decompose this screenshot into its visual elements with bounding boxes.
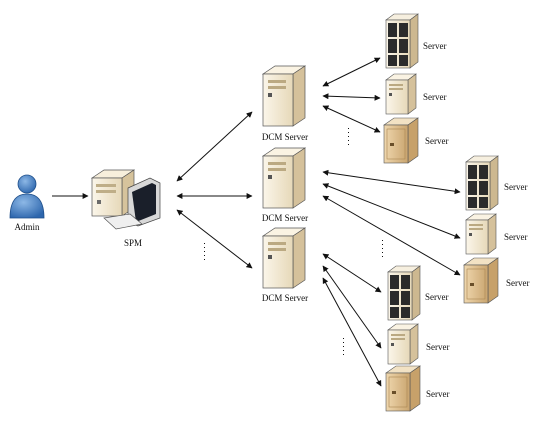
spm-label: SPM [124, 238, 142, 248]
server-label-9: Server [426, 389, 450, 399]
server-tan-tower-icon [383, 117, 419, 164]
arrow-spm-dcm1 [176, 111, 253, 182]
server-label-1: Server [423, 41, 447, 51]
server-label-4: Server [504, 182, 528, 192]
more-servers-dots-1 [348, 128, 349, 145]
arrow-dcm1-server2 [322, 93, 381, 101]
ellipsis-dots [204, 128, 383, 355]
server-2: Server [385, 73, 447, 115]
server-rack-icon [387, 265, 421, 321]
more-servers-dots-3 [343, 338, 344, 355]
dcm-server-3: DCM Server [261, 227, 308, 303]
server-1: Server [385, 13, 447, 69]
arrow-dcm3-server7 [322, 253, 382, 293]
server-tower-small-icon [387, 323, 419, 365]
arrow-dcm2-server6 [322, 195, 461, 276]
arrow-dcm3-server9 [322, 277, 382, 387]
dcm-server-tower-icon [261, 227, 307, 289]
more-servers-dots-2 [382, 240, 383, 257]
arrow-dcm2-server5 [322, 183, 461, 239]
admin-user-icon [9, 174, 45, 219]
server-label-2: Server [423, 92, 447, 102]
dcm-server-2: DCM Server [261, 147, 308, 223]
server-label-3: Server [425, 136, 449, 146]
server-4: Server [465, 155, 528, 211]
dcm-label-2: DCM Server [262, 213, 308, 223]
dcm-server-tower-icon [261, 147, 307, 209]
arrow-dcm1-server1 [322, 57, 381, 87]
server-label-8: Server [426, 342, 450, 352]
server-7: Server [387, 265, 449, 321]
server-tower-small-icon [385, 73, 417, 115]
server-label-5: Server [504, 232, 528, 242]
arrow-spm-dcm3 [176, 209, 253, 269]
arrow-dcm1-server3 [322, 105, 381, 133]
dcm-label-3: DCM Server [262, 293, 308, 303]
server-tan-tower-icon [463, 257, 499, 304]
server-tower-small-icon [465, 213, 497, 255]
arrow-dcm3-server8 [322, 265, 382, 349]
arrow-dcm2-server4 [322, 169, 461, 195]
connections [52, 57, 461, 387]
spm-node: SPM [90, 169, 161, 248]
server-8: Server [387, 323, 450, 365]
server-5: Server [465, 213, 528, 255]
spm-workstation-icon [90, 169, 161, 230]
server-6: Server [463, 257, 530, 304]
server-tan-tower-icon [385, 365, 421, 412]
server-label-7: Server [425, 292, 449, 302]
admin-label: Admin [14, 222, 40, 232]
more-dcm-dots [204, 243, 205, 260]
admin-node: Admin [9, 174, 45, 232]
dcm-server-tower-icon [261, 65, 307, 127]
server-rack-icon [465, 155, 499, 211]
server-label-6: Server [506, 278, 530, 288]
server-9: Server [385, 365, 450, 412]
dcm-label-1: DCM Server [262, 132, 308, 142]
dcm-server-1: DCM Server [261, 65, 308, 142]
server-rack-icon [385, 13, 419, 69]
server-3: Server [383, 117, 449, 164]
